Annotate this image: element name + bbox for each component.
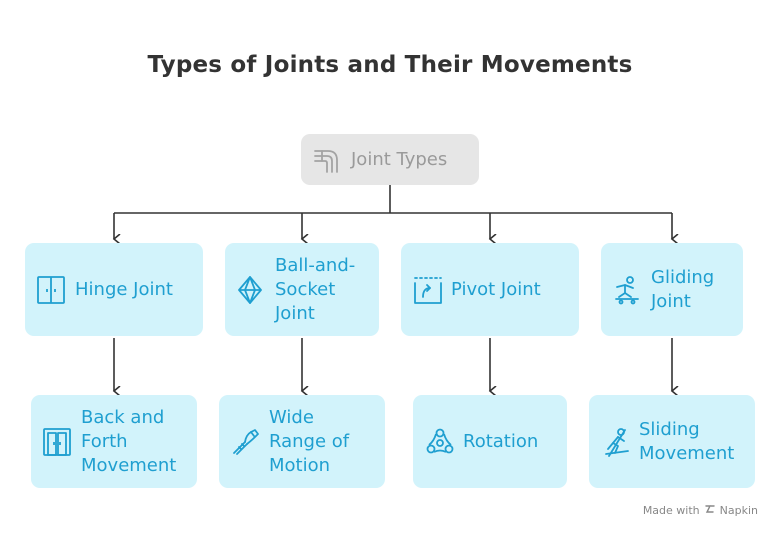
back-forth-movement-node: Back and Forth Movement — [31, 395, 197, 488]
ball-socket-joint-label: Ball-and- Socket Joint — [275, 254, 356, 324]
root-node: Joint Types — [301, 134, 479, 185]
flexible-arm-icon — [231, 427, 261, 457]
door-hinge-icon — [35, 275, 67, 305]
skateboarder-icon — [613, 275, 641, 305]
root-label: Joint Types — [351, 148, 448, 170]
pivot-joint-label: Pivot Joint — [451, 278, 541, 300]
rotation-node: Rotation — [413, 395, 567, 488]
pivot-joint-node: Pivot Joint — [401, 243, 579, 336]
napkin-logo-icon — [704, 503, 716, 518]
napkin-brand-text: Napkin — [719, 504, 758, 517]
hinge-joint-label: Hinge Joint — [75, 278, 173, 300]
gliding-joint-label: Gliding Joint — [651, 266, 715, 312]
sliding-movement-label: Sliding Movement — [639, 418, 735, 464]
skier-icon — [603, 427, 631, 457]
wide-range-motion-node: Wide Range of Motion — [219, 395, 385, 488]
back-forth-movement-label: Back and Forth Movement — [81, 406, 177, 476]
double-door-icon — [41, 427, 73, 457]
knee-joint-icon — [313, 146, 343, 174]
diamond-gem-icon — [237, 275, 263, 305]
gliding-joint-node: Gliding Joint — [601, 243, 743, 336]
rotate-frame-icon — [413, 275, 443, 305]
sliding-movement-node: Sliding Movement — [589, 395, 755, 488]
made-with-text: Made with — [642, 504, 700, 517]
fidget-spinner-icon — [425, 427, 455, 457]
ball-socket-joint-node: Ball-and- Socket Joint — [225, 243, 379, 336]
made-with-footer[interactable]: Made with Napkin — [643, 503, 758, 518]
rotation-label: Rotation — [463, 430, 539, 452]
diagram-title: Types of Joints and Their Movements — [147, 52, 633, 78]
hinge-joint-node: Hinge Joint — [25, 243, 203, 336]
wide-range-motion-label: Wide Range of Motion — [269, 406, 350, 476]
